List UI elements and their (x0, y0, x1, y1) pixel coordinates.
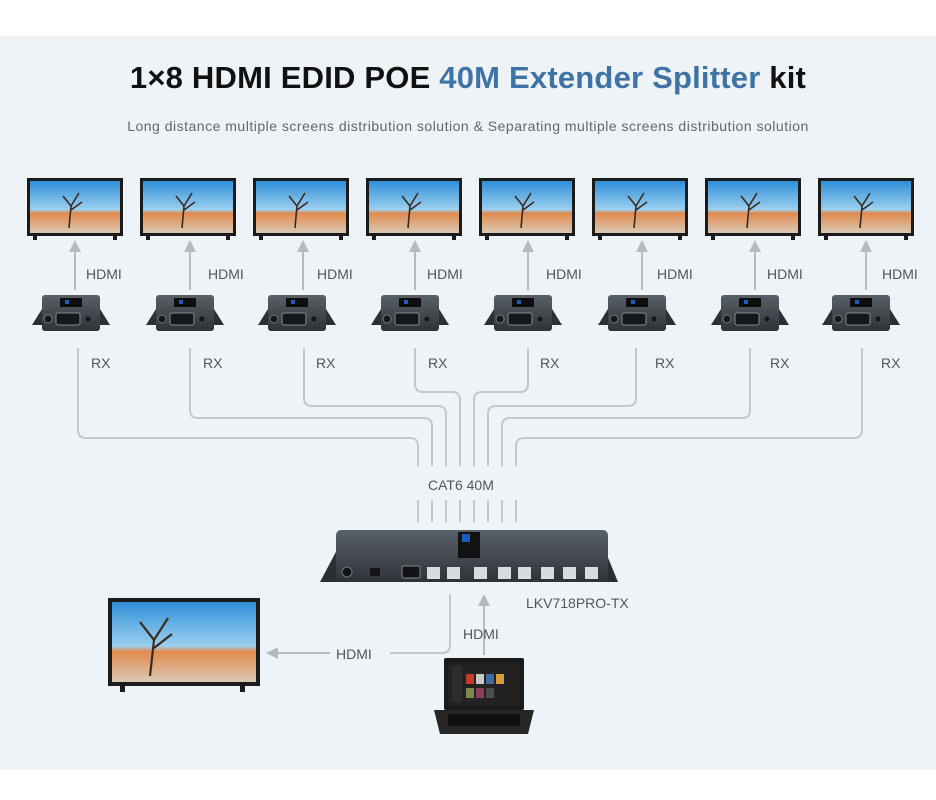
tv-8-icon (817, 177, 915, 241)
title-main: 1×8 HDMI EDID POE (129, 60, 440, 95)
tv-3-icon (252, 177, 350, 241)
title-suffix: kit (760, 60, 807, 95)
tv-6-icon (591, 177, 689, 241)
local-tv-icon (108, 598, 260, 692)
rx-label-7: RX (770, 355, 790, 371)
hdmi-label-8: HDMI (882, 266, 918, 282)
tv-4-icon (365, 177, 463, 241)
rx-receiver-7-icon (710, 294, 790, 332)
transmitter-device-icon (320, 530, 618, 582)
hdmi-arrows (69, 240, 872, 290)
hdmi-label-4: HDMI (427, 266, 463, 282)
hdmi-label-7: HDMI (767, 266, 803, 282)
rx-label-1: RX (91, 355, 111, 371)
rx-receiver-5-icon (483, 294, 563, 332)
hdmi-output-label: HDMI (336, 646, 372, 662)
rx-label-3: RX (316, 355, 336, 371)
rx-receiver-8-icon (821, 294, 901, 332)
hdmi-label-3: HDMI (317, 266, 353, 282)
rx-receiver-3-icon (257, 294, 337, 332)
rx-receiver-6-icon (597, 294, 677, 332)
hdmi-label-2: HDMI (208, 266, 244, 282)
hdmi-label-5: HDMI (546, 266, 582, 282)
rx-receiver-4-icon (370, 294, 450, 332)
tv-2-icon (139, 177, 237, 241)
rx-label-8: RX (881, 355, 901, 371)
rx-label-5: RX (540, 355, 560, 371)
hdmi-label-1: HDMI (86, 266, 122, 282)
rx-label-6: RX (655, 355, 675, 371)
tv-7-icon (704, 177, 802, 241)
title-accent: 40M Extender Splitter (439, 60, 761, 95)
page-title: 1×8 HDMI EDID POE 40M Extender Splitter … (0, 60, 936, 96)
tv-1-icon (26, 177, 124, 241)
cable-label: CAT6 40M (428, 477, 494, 493)
laptop-source-icon (434, 658, 534, 734)
rx-receiver-1-icon (31, 294, 111, 332)
hdmi-out-line (390, 594, 451, 654)
rx-label-4: RX (428, 355, 448, 371)
transmitter-model-label: LKV718PRO-TX (526, 595, 629, 611)
tv-5-icon (478, 177, 576, 241)
rx-receiver-2-icon (145, 294, 225, 332)
cat6-cables (77, 348, 863, 522)
hdmi-label-6: HDMI (657, 266, 693, 282)
page-subtitle: Long distance multiple screens distribut… (127, 118, 809, 134)
hdmi-input-label: HDMI (463, 626, 499, 642)
rx-label-2: RX (203, 355, 223, 371)
